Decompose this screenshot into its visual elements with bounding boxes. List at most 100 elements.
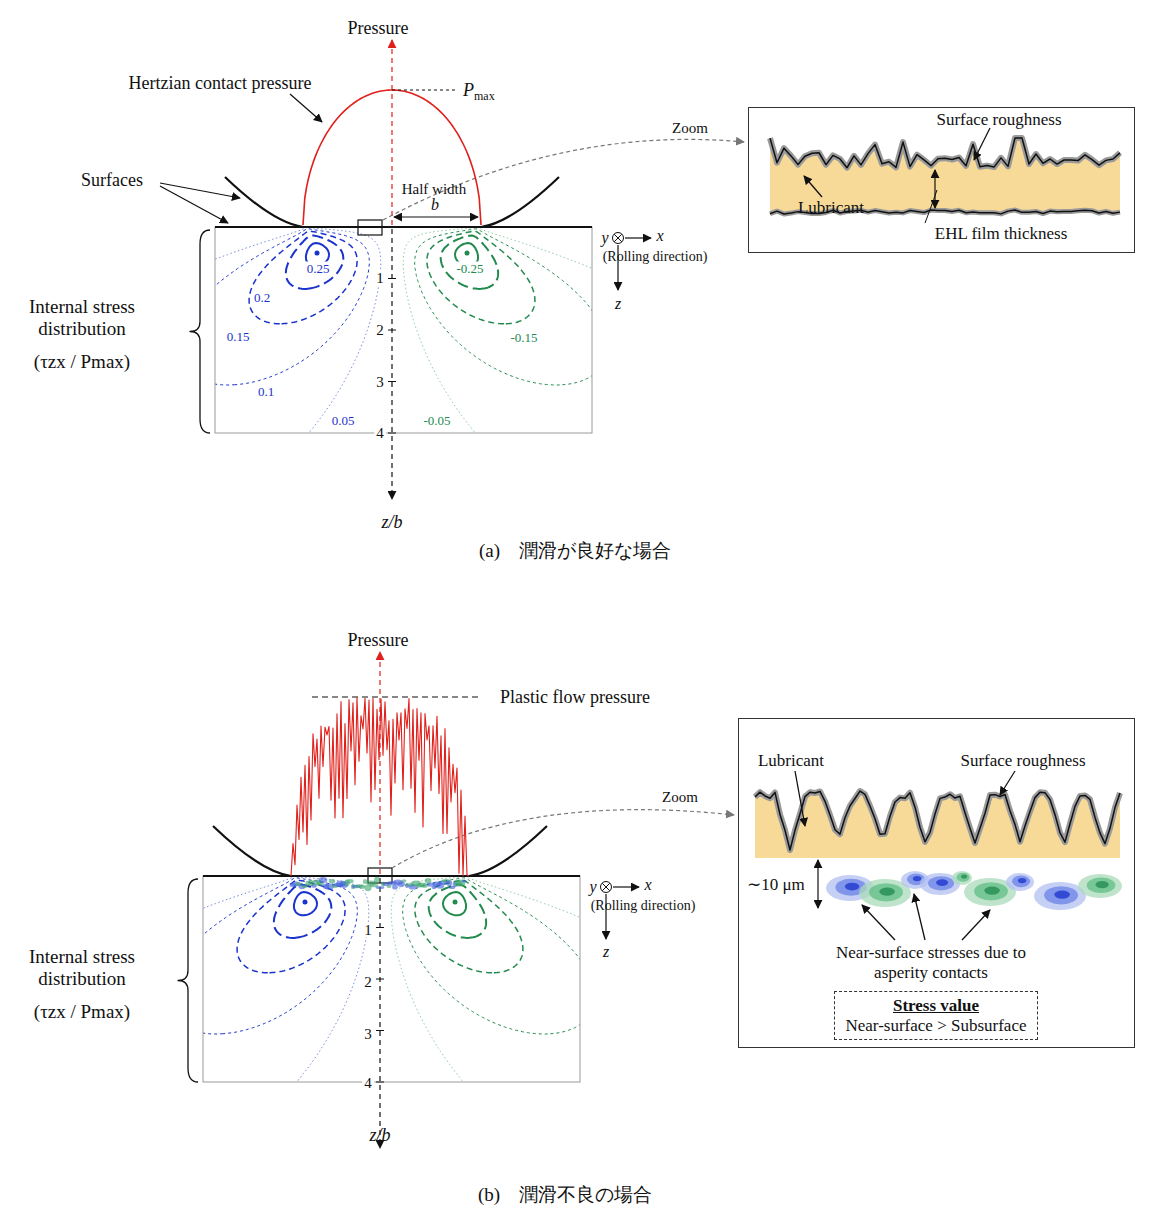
film-thickness-arrow [934,170,935,208]
pressure-axis [391,40,392,225]
stress-contour [294,892,317,915]
rough-surface [755,791,1120,850]
upper-surface [213,826,291,876]
near-surface-stress [402,879,407,882]
zoom-label: Near-surface stresses due to asperity co… [824,943,1039,982]
symbol: P [463,80,474,101]
rough-surface [755,791,1120,850]
stress-spot [879,887,895,895]
leader [925,190,937,223]
lubricant [755,791,1120,858]
into-page-symbol [602,883,610,891]
stress-box [203,876,580,1082]
axis-name: x [644,876,651,894]
zoom-label: Surface roughness [936,110,1061,130]
axis-name: z [603,943,609,961]
max-point [315,251,320,256]
plastic-flow-line [312,696,480,697]
caption: (a) 潤滑が良好な場合 [479,540,671,562]
leader [795,771,805,826]
brace [190,230,210,433]
stress-unit: (τzx / Pmax) [34,351,130,373]
stress-spot [1078,874,1122,898]
contour-value: 0.25 [305,262,332,275]
stress-spot [913,876,921,881]
near-surface-stress [374,877,380,884]
stress-spot [845,883,859,891]
leader [862,905,895,940]
stress-contour [249,231,357,324]
axis-title: z/b [369,1125,390,1146]
near-surface-stress [392,885,398,890]
rough-surface [770,138,1120,168]
stress-contour [274,885,331,938]
tick [376,979,384,980]
max-point [453,900,458,905]
stress-contour [391,876,580,1082]
stress-value-box: Stress valueNear-surface > Subsurface [834,991,1037,1040]
upper-surface [469,826,547,876]
contour-value: -0.25 [454,262,485,275]
zoom-arrow [383,139,744,220]
stress-contour [215,229,369,385]
stress-contours [203,876,580,1082]
box-text: Near-surface > Subsurface [845,1016,1026,1036]
max-point [465,251,470,256]
stress-contour [403,878,580,1034]
tick-label: 2 [374,323,386,338]
into-page-symbol [614,234,622,242]
near-surface-stress [462,879,467,882]
tick-label: 4 [374,426,386,441]
stress-contour [415,880,523,973]
stress-spot [1006,873,1034,891]
axis-name: z [615,295,621,313]
max-point [303,900,308,905]
zoom-label: Zoom [660,790,700,805]
into-page-symbol [613,233,624,244]
zoom-label: Zoom [670,121,710,136]
zoom-label: Surface roughness [960,751,1085,771]
contour-value: 0.15 [225,330,252,343]
axis-title: Pressure [348,18,409,39]
stress-spot [1012,875,1030,887]
into-page-symbol [602,883,610,891]
depth-axis [391,229,392,499]
axis-title: Pressure [348,630,409,651]
tick [376,1082,384,1083]
axis-title: z/b [381,512,402,533]
stress-contours [215,227,592,433]
contour-value: 0.05 [330,414,357,427]
axis-note: (Rolling direction) [591,898,696,914]
zoom-label: ∼10 μm [747,875,805,895]
stress-spot [961,875,967,879]
box-heading: Stress value [845,996,1026,1016]
surface-label: Surfaces [81,170,143,191]
dimension-symbol: b [431,196,439,214]
tick [388,278,396,279]
hertz-pressure-curve [303,90,481,225]
near-surface-stress [432,886,437,890]
surface-line [215,226,592,228]
leader [914,894,925,940]
stress-spot [974,882,1008,900]
depth-arrow [817,860,818,908]
axis-name: y [601,229,608,247]
stress-spot [1044,886,1078,904]
leader [974,128,990,160]
stress-spot [957,873,970,882]
stress-spot [1054,890,1070,898]
zoom-label: Lubricant [758,751,824,771]
x-axis-arrow [625,237,651,238]
into-page-symbol [614,234,622,242]
panel [160,40,744,499]
stress-contour [286,236,343,289]
tick-label: 3 [362,1027,374,1042]
stress-contour [441,236,498,289]
contour-value: 0.1 [256,385,276,398]
near-surface-stress [346,879,353,883]
near-surface-stress [359,885,365,889]
near-surface-stress [329,879,335,884]
zoom-label: EHL film thickness [935,224,1068,244]
tick [376,1030,384,1031]
